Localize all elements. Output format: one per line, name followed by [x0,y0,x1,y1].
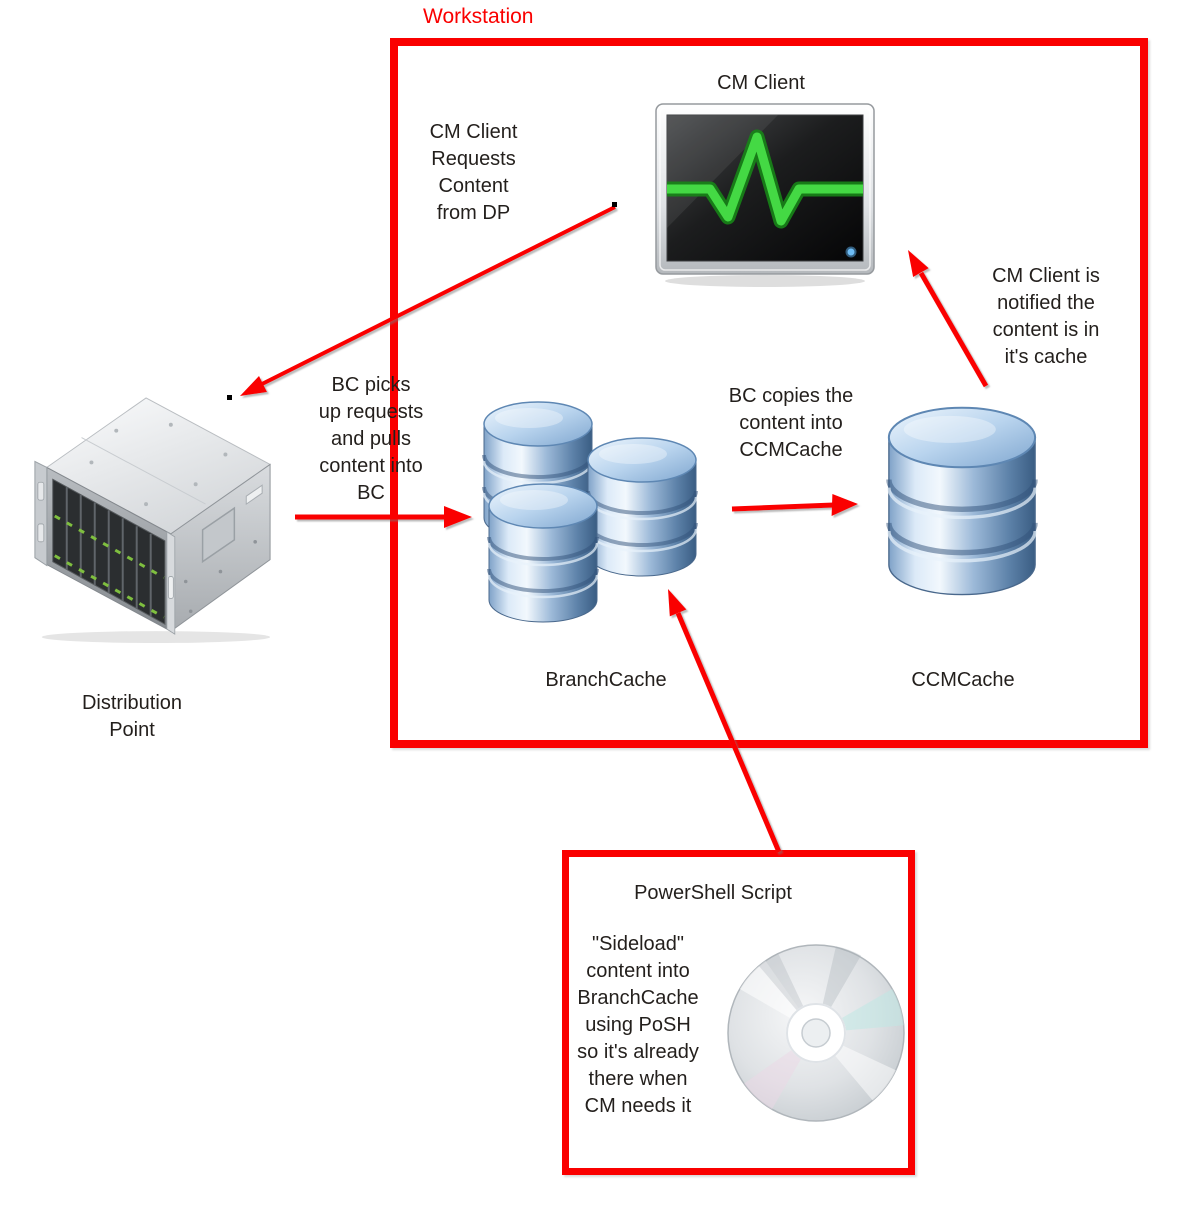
database-icon [882,405,1042,600]
annotation-bc-copies: BC copies the content into CCMCache [728,385,854,461]
annotation-cm-requests: CM Client Requests Content from DP [429,121,518,224]
monitor-pulse-icon [655,103,875,287]
database-cluster-icon [482,400,698,624]
annotation-cm-notified: CM Client is notified the content is in … [992,265,1100,368]
powershell-script-box [562,850,915,1175]
cd-disc-icon [727,944,905,1122]
workstation-label: Workstation [423,5,534,28]
server-rack-icon [34,397,272,644]
branchcache-label: BranchCache [545,669,667,691]
powershell-script-title: PowerShell Script [634,882,792,904]
annotation-sideload: "Sideload" content into BranchCache usin… [577,933,699,1117]
ccmcache-label: CCMCache [911,669,1015,691]
cm-client-label: CM Client [717,72,805,94]
annotation-bc-picks: BC picks up requests and pulls content i… [318,374,424,504]
distribution-point-label: Distribution Point [81,692,183,741]
